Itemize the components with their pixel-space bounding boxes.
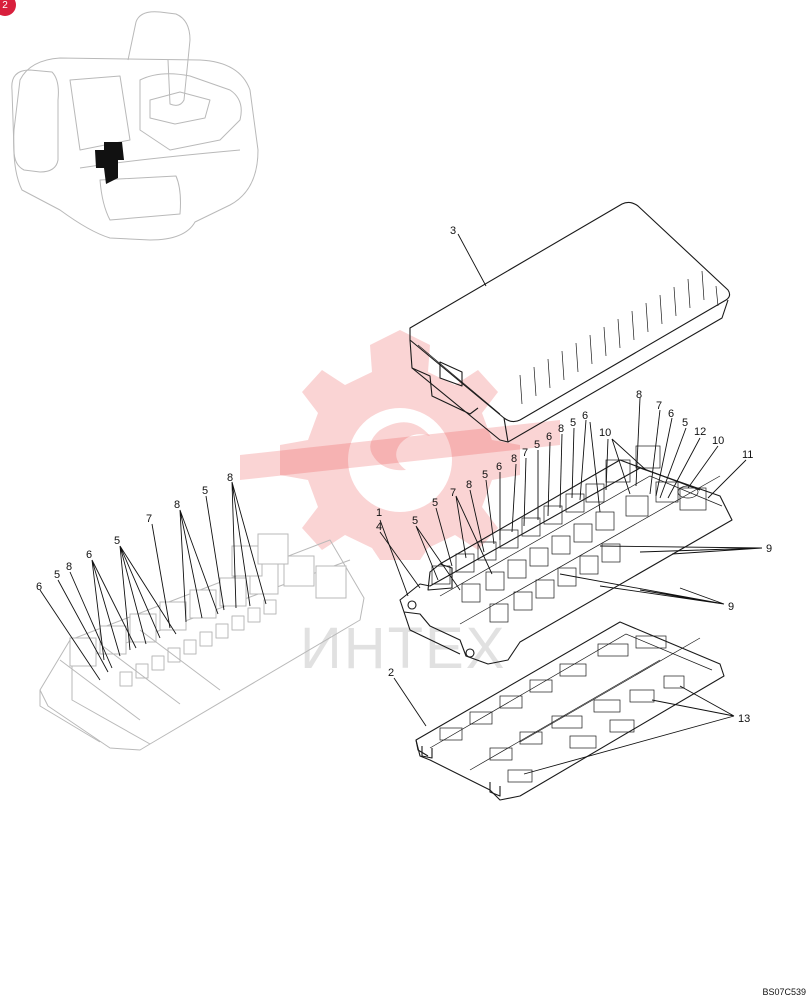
callout-label: 6 <box>36 581 42 593</box>
callout-label: 8 <box>636 389 642 401</box>
callout-label: 9 <box>728 601 734 613</box>
callout-label: 13 <box>738 713 750 725</box>
callout-label: 8 <box>227 472 233 484</box>
cover-part <box>409 201 731 443</box>
callout-labels: 3 10 8 7 6 5 12 10 11 6 5 8 6 5 7 8 6 5 … <box>36 225 772 725</box>
callout-label: 6 <box>582 410 588 422</box>
callout-label: 5 <box>534 439 540 451</box>
callout-label: 1 <box>376 507 382 519</box>
drawing-code: BS07C539 <box>762 987 806 997</box>
callout-label: 11 <box>742 449 753 461</box>
callout-label: 7 <box>146 513 152 525</box>
callout-label: 2 <box>388 667 394 679</box>
callout-label: 6 <box>546 431 552 443</box>
callout-label: 5 <box>114 535 120 547</box>
callout-label: 9 <box>766 543 772 555</box>
callout-label: 5 <box>432 497 438 509</box>
callout-label: 5 <box>202 485 208 497</box>
base-plate <box>415 621 725 801</box>
callout-label: 6 <box>496 461 502 473</box>
callout-label: 4 <box>376 521 382 533</box>
callout-label: 7 <box>450 487 456 499</box>
callout-label: 10 <box>712 435 724 447</box>
callout-label: 5 <box>482 469 488 481</box>
callout-label: 7 <box>522 447 528 459</box>
callout-label: 7 <box>656 400 662 412</box>
leader-lines <box>39 233 763 775</box>
callout-label: 5 <box>570 417 576 429</box>
callout-label: 8 <box>66 561 72 573</box>
callout-label: 5 <box>412 515 418 527</box>
callout-label: 12 <box>694 426 706 438</box>
page-badge: 2 <box>0 0 16 16</box>
watermark-text: ИНТЕХ <box>300 616 506 681</box>
callout-label: 5 <box>682 417 688 429</box>
callout-label: 8 <box>466 479 472 491</box>
callout-label: 6 <box>86 549 92 561</box>
callout-label: 10 <box>599 427 611 439</box>
watermark-logo <box>240 330 560 560</box>
location-highlight <box>95 142 124 184</box>
callout-label: 3 <box>450 225 456 237</box>
callout-label: 8 <box>174 499 180 511</box>
callout-label: 5 <box>54 569 60 581</box>
relay-box-assembled-view <box>39 533 365 751</box>
callout-label: 8 <box>558 423 564 435</box>
excavator-location-view <box>11 11 259 241</box>
callout-label: 8 <box>511 453 517 465</box>
callout-label: 6 <box>668 408 674 420</box>
